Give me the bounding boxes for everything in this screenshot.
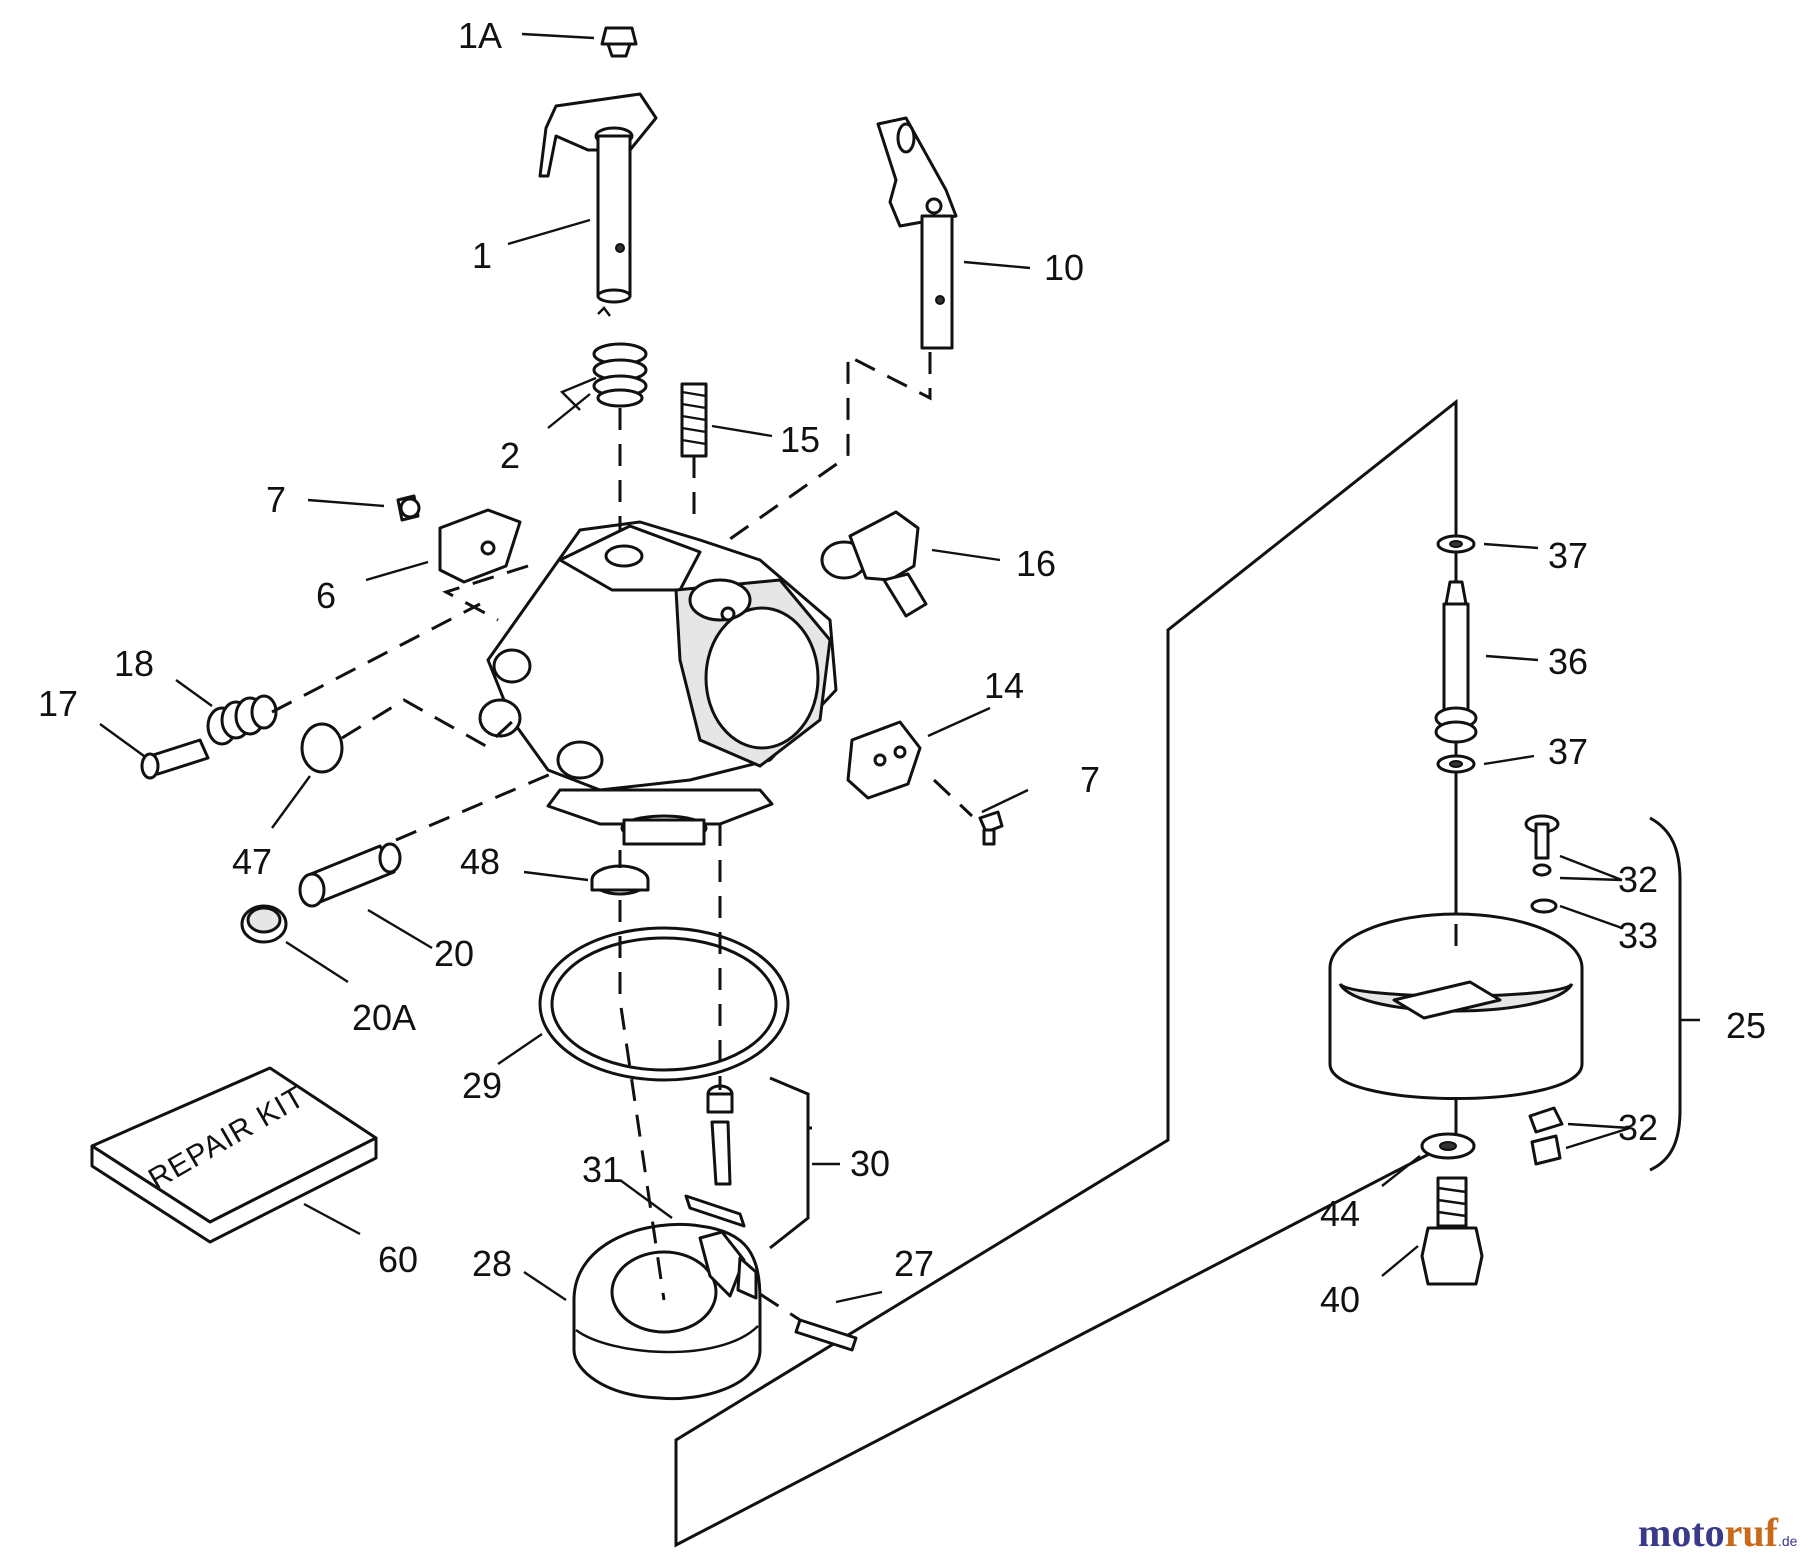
callout-20: 20 (434, 933, 474, 974)
part-60-repair-kit (90, 1066, 378, 1244)
callout-37-upper: 37 (1548, 535, 1588, 576)
callout-32-lower: 32 (1618, 1107, 1658, 1148)
callout-60: 60 (378, 1239, 418, 1280)
part-6-choke-plate (438, 508, 522, 584)
part-32-bolt-lower (1528, 1106, 1564, 1166)
callout-10: 10 (1044, 247, 1084, 288)
part-29-gasket (538, 926, 790, 1082)
callout-47: 47 (232, 841, 272, 882)
callout-15: 15 (780, 419, 820, 460)
part-1-throttle-shaft (538, 92, 658, 304)
part-48-disk (590, 864, 650, 896)
callout-18: 18 (114, 643, 154, 684)
callout-1: 1 (472, 235, 492, 276)
part-37-washer-upper (1436, 534, 1476, 554)
callout-37-lower: 37 (1548, 731, 1588, 772)
part-20a-cap (240, 904, 288, 944)
callout-28: 28 (472, 1243, 512, 1284)
callout-36: 36 (1548, 641, 1588, 682)
callout-16: 16 (1016, 543, 1056, 584)
callout-31: 31 (582, 1149, 622, 1190)
part-33-washer (1530, 898, 1558, 914)
callout-7-lower: 7 (1080, 759, 1100, 800)
callout-27: 27 (894, 1243, 934, 1284)
callout-1a: 1A (458, 15, 502, 56)
callout-48: 48 (460, 841, 500, 882)
part-28-float (572, 1222, 762, 1401)
callout-6: 6 (316, 575, 336, 616)
carburetor-body (478, 520, 838, 846)
callout-2: 2 (500, 435, 520, 476)
part-17-screw (140, 738, 210, 780)
part-20-jet (298, 842, 402, 908)
callout-44: 44 (1320, 1193, 1360, 1234)
part-25-float-bowl (1328, 912, 1584, 1100)
part-36-nozzle (1434, 580, 1478, 744)
callout-30: 30 (850, 1143, 890, 1184)
part-7-screw-lower (978, 810, 1004, 846)
part-27-pin (794, 1318, 858, 1352)
callout-7-upper: 7 (266, 479, 286, 520)
callout-29: 29 (462, 1065, 502, 1106)
watermark-logo: motoruf.de (1638, 1510, 1798, 1555)
callout-32-upper: 32 (1618, 859, 1658, 900)
leader-lines (99, 32, 1700, 1304)
part-30-needle (706, 1084, 734, 1186)
callout-25: 25 (1726, 1005, 1766, 1046)
part-47-plug (300, 722, 344, 774)
part-10-choke-shaft (876, 116, 958, 350)
callout-14: 14 (984, 665, 1024, 706)
svg-text:motoruf.de: motoruf.de (1638, 1510, 1798, 1555)
callout-labels: 1A 1 10 2 15 7 6 16 18 17 14 47 48 7 20 … (38, 15, 1766, 1320)
part-18-spring (206, 694, 278, 746)
part-14-plate (846, 720, 922, 800)
part-16-fuel-inlet (820, 510, 928, 618)
part-15-spring (680, 382, 708, 458)
callout-17: 17 (38, 683, 78, 724)
part-40-nut (1420, 1176, 1484, 1286)
callout-33: 33 (1618, 915, 1658, 956)
part-2-spring (559, 306, 648, 411)
callout-40: 40 (1320, 1279, 1360, 1320)
part-31-clip (684, 1194, 746, 1228)
part-37-washer-lower (1436, 754, 1476, 774)
callout-20a: 20A (352, 997, 416, 1038)
part-32-valve (1524, 814, 1560, 877)
part-1a-screw (600, 26, 638, 58)
part-44-washer (1420, 1132, 1476, 1160)
part-7-screw-upper (396, 494, 421, 522)
